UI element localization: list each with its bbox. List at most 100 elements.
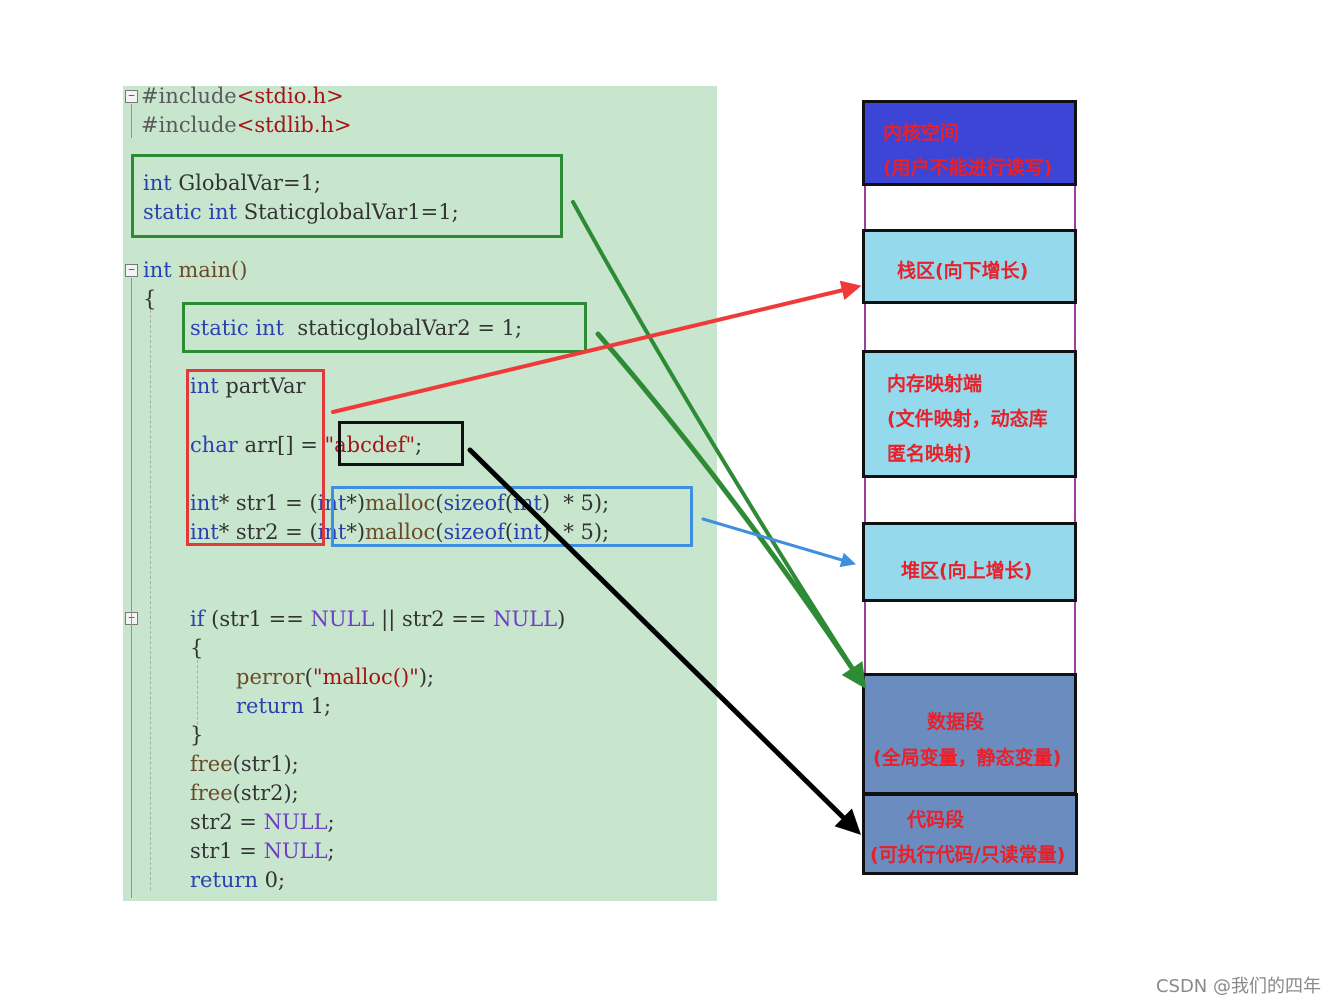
kernel-space-segment: 内核空间 (用户不能进行读写) bbox=[862, 100, 1077, 186]
code-token: int bbox=[208, 200, 238, 224]
code-token: #include bbox=[141, 113, 237, 137]
code-token: * str2 = bbox=[218, 520, 310, 544]
code-line-if: if (str1 == NULL || str2 == NULL) bbox=[190, 606, 565, 632]
static-local-highlight-box bbox=[182, 302, 587, 353]
code-token: ( bbox=[504, 520, 514, 544]
code-line-free-str2: free(str2); bbox=[190, 780, 299, 806]
static-local-to-data-segment-arrow bbox=[595, 331, 866, 689]
code-token: str1 = bbox=[190, 839, 264, 863]
global-vars-highlight-box bbox=[131, 154, 563, 238]
code-token: if bbox=[190, 607, 205, 631]
code-token: (str1); bbox=[232, 752, 299, 776]
data-segment-title: 数据段 bbox=[927, 711, 985, 733]
code-token: ( bbox=[304, 665, 313, 689]
code-token: ; bbox=[415, 433, 423, 457]
code-token: 1; bbox=[304, 694, 332, 718]
code-token: staticglobalVar2 = 1; bbox=[284, 316, 523, 340]
code-token: { bbox=[190, 636, 204, 660]
malloc-highlight-box bbox=[331, 486, 693, 547]
globals-to-data-segment-arrow bbox=[571, 200, 866, 688]
memory-mapping-segment: 内存映射端 (文件映射，动态库 匿名映射) bbox=[862, 350, 1077, 478]
code-line-str2-null: str2 = NULL; bbox=[190, 809, 335, 835]
code-token: "malloc()" bbox=[312, 665, 419, 689]
code-line-str2-malloc: int* str2 = (int*)malloc(sizeof(int) * 5… bbox=[190, 519, 609, 545]
code-token: arr[] = bbox=[237, 433, 325, 457]
code-line-return-0: return 0; bbox=[190, 867, 285, 893]
code-line-static-global-var2: static int staticglobalVar2 = 1; bbox=[190, 315, 522, 341]
code-token: main() bbox=[171, 258, 248, 282]
code-token: ) bbox=[557, 607, 566, 631]
code-line-return-1: return 1; bbox=[236, 693, 331, 719]
stack-segment: 栈区(向下增长) bbox=[862, 229, 1077, 304]
code-token: (str2); bbox=[232, 781, 299, 805]
code-token: || str2 == bbox=[374, 607, 494, 631]
code-token: StaticglobalVar1=1; bbox=[237, 200, 459, 224]
code-token: ; bbox=[327, 839, 335, 863]
code-token: malloc bbox=[365, 520, 436, 544]
stack-label: 栈区(向下增长) bbox=[897, 260, 1029, 282]
code-line-static-global-var1: static int StaticglobalVar1=1; bbox=[143, 199, 459, 225]
code-token: int bbox=[143, 258, 172, 282]
memory-mapping-note-2: 匿名映射) bbox=[887, 443, 972, 465]
code-token: ( bbox=[435, 491, 444, 515]
code-token: int bbox=[190, 520, 219, 544]
code-token: NULL bbox=[493, 607, 558, 631]
code-token: { bbox=[143, 287, 157, 311]
code-token: int bbox=[143, 171, 172, 195]
code-segment-note: (可执行代码/只读常量) bbox=[870, 844, 1066, 866]
main-guide-line bbox=[131, 278, 132, 898]
code-token: (str1 == bbox=[204, 607, 311, 631]
code-segment: 代码段 (可执行代码/只读常量) bbox=[862, 793, 1078, 875]
code-token: perror bbox=[236, 665, 305, 689]
locals-to-stack-arrow bbox=[331, 280, 862, 414]
memory-address-column bbox=[864, 100, 1076, 875]
code-token: ( bbox=[435, 520, 444, 544]
code-token: partVar bbox=[218, 374, 306, 398]
code-token: str2 = bbox=[190, 810, 264, 834]
code-line-free-str1: free(str1); bbox=[190, 751, 299, 777]
code-token: <stdlib.h> bbox=[236, 113, 352, 137]
code-token: ); bbox=[418, 665, 435, 689]
code-token: static bbox=[190, 316, 249, 340]
data-segment-note: (全局变量，静态变量) bbox=[873, 747, 1062, 769]
code-token: ; bbox=[327, 810, 335, 834]
data-segment: 数据段 (全局变量，静态变量) bbox=[862, 673, 1077, 795]
code-token: 0; bbox=[258, 868, 286, 892]
code-token: } bbox=[190, 723, 204, 747]
code-token: sizeof bbox=[443, 491, 505, 515]
code-token: ) * 5); bbox=[541, 491, 610, 515]
heap-segment: 堆区(向上增长) bbox=[862, 522, 1077, 602]
code-line-char-arr: char arr[] = "abcdef"; bbox=[190, 432, 422, 458]
if-indent-guide bbox=[197, 660, 198, 730]
code-token: NULL bbox=[263, 839, 328, 863]
code-line-if-open-brace: { bbox=[190, 635, 203, 661]
kernel-space-note: (用户不能进行读写) bbox=[883, 157, 1053, 179]
code-token: ( bbox=[504, 491, 514, 515]
code-token: free bbox=[190, 781, 233, 805]
code-token: *) bbox=[346, 520, 366, 544]
code-line-if-close-brace: } bbox=[190, 722, 203, 748]
code-line-open-brace: { bbox=[143, 286, 156, 312]
malloc-to-heap-arrow bbox=[701, 517, 857, 568]
code-line-perror: perror("malloc()"); bbox=[236, 664, 434, 690]
memory-mapping-note-1: (文件映射，动态库 bbox=[887, 408, 1048, 430]
code-token: NULL bbox=[263, 810, 328, 834]
code-token: return bbox=[236, 694, 304, 718]
code-token: char bbox=[190, 433, 238, 457]
memory-mapping-title: 内存映射端 bbox=[887, 373, 983, 395]
code-token: int bbox=[513, 520, 542, 544]
include-guide-line bbox=[131, 104, 132, 138]
code-token: int bbox=[255, 316, 285, 340]
fold-toggle-include[interactable]: − bbox=[125, 90, 138, 103]
fold-toggle-main[interactable]: − bbox=[125, 264, 138, 277]
code-token: static bbox=[143, 200, 202, 224]
code-token: GlobalVar=1; bbox=[171, 171, 322, 195]
code-line-global-var: int GlobalVar=1; bbox=[143, 170, 321, 196]
code-token: int bbox=[190, 374, 219, 398]
code-token: *) bbox=[346, 491, 366, 515]
code-token: #include bbox=[141, 84, 237, 108]
code-line-str1-null: str1 = NULL; bbox=[190, 838, 335, 864]
string-literal-highlight-box bbox=[338, 421, 464, 466]
